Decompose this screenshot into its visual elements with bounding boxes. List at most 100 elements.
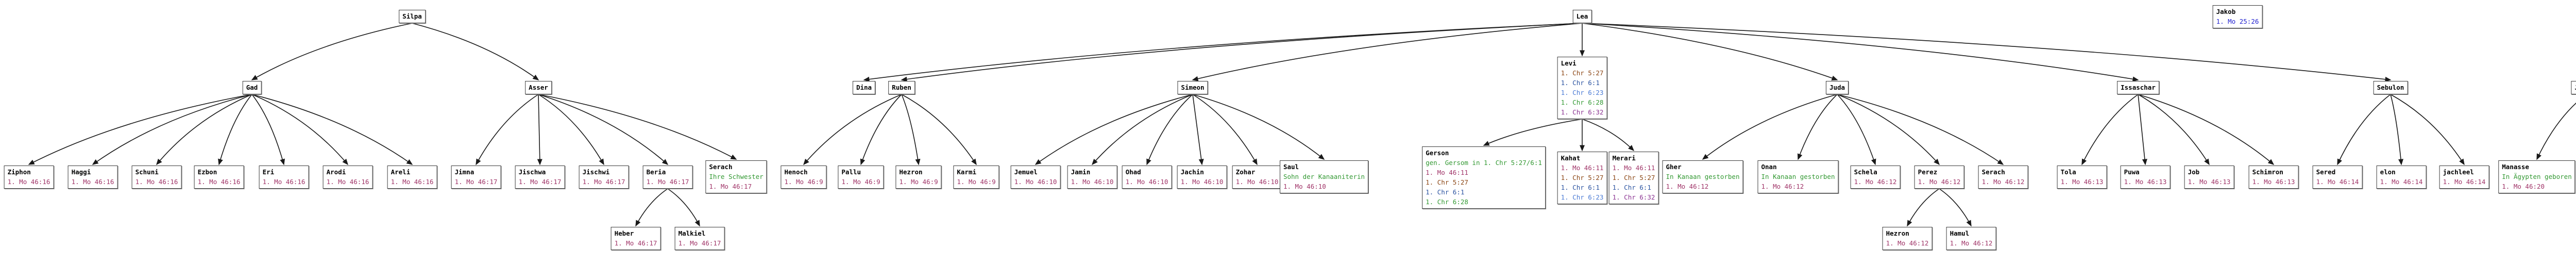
person-name: Zohar [1235, 168, 1256, 176]
bible-reference: 1. Mo 46:16 [262, 178, 306, 186]
bible-reference: 1. Chr 6:32 [1612, 193, 1655, 201]
bible-reference: 1. Mo 46:9 [784, 178, 823, 186]
parent-child-edge [1837, 94, 1876, 166]
person-node-gad: Gad [242, 81, 262, 94]
bible-reference: 1. Mo 46:13 [2124, 178, 2167, 186]
person-node-zohar: Zohar 1. Mo 46:10 [1232, 166, 1282, 189]
person-name: Onan [1761, 163, 1777, 171]
person-name: Schela [1854, 168, 1877, 176]
parent-child-edge [251, 23, 413, 80]
bible-reference: 1. Mo 46:9 [899, 178, 938, 186]
bible-reference: 1. Mo 46:17 [518, 178, 562, 186]
parent-child-edge [2536, 102, 2576, 160]
parent-child-edge [1192, 94, 1258, 166]
parent-child-edge [1092, 94, 1193, 166]
bible-reference: 1. Chr 6:28 [1561, 98, 1604, 106]
parent-child-edge [1939, 188, 1972, 227]
bible-reference: 1. Chr 6:23 [1561, 193, 1604, 201]
bible-reference: 1. Chr 5:27 [1561, 174, 1604, 182]
person-name: Hamul [1950, 229, 1970, 237]
parent-child-edge [901, 23, 1583, 82]
parent-child-edge [1582, 23, 1838, 81]
bible-reference: 1. Mo 46:16 [7, 178, 50, 186]
person-name: Joseph [2574, 82, 2576, 92]
person-name: Schuni [135, 168, 159, 176]
person-name: Hezron [1886, 229, 1909, 237]
person-name: Issaschar [2121, 84, 2156, 91]
bible-reference: 1. Mo 46:10 [1235, 178, 1279, 186]
bible-reference: 1. Mo 46:11 [1561, 164, 1604, 172]
person-node-jamin: Jamin 1. Mo 46:10 [1067, 166, 1117, 189]
parent-child-edge [1702, 94, 1838, 160]
person-name: Gerson [1426, 149, 1449, 157]
parent-child-edge [412, 23, 539, 80]
bible-reference: 1. Mo 46:13 [2188, 178, 2231, 186]
person-name: Eri [262, 168, 275, 176]
bible-reference: Ihre Schwester [709, 173, 764, 180]
bible-reference: 1. Mo 46:11 [1426, 169, 1468, 176]
bible-reference: 1. Mo 46:12 [1918, 178, 1961, 186]
bible-reference: 1. Mo 46:17 [454, 178, 498, 186]
parent-child-edge [1582, 119, 1635, 152]
parent-child-edge [2138, 94, 2147, 166]
person-name: Heber [614, 229, 634, 237]
parent-child-edge [1483, 119, 1583, 146]
parent-child-edge [538, 94, 737, 160]
person-name: Serach [1981, 168, 2005, 176]
parent-child-edge [860, 94, 902, 166]
person-node-eri: Eri 1. Mo 46:16 [259, 166, 309, 189]
parent-child-edge [1146, 94, 1193, 166]
parent-child-edge [1192, 94, 1325, 160]
person-name: Merari [1612, 154, 1636, 162]
person-name: Beria [646, 168, 666, 176]
bible-reference: 1. Chr 6:1 [1561, 79, 1600, 87]
parent-child-edge [2138, 94, 2210, 166]
person-name: Ziphon [7, 168, 31, 176]
parent-child-edge [538, 94, 669, 165]
person-name: Silpa [402, 12, 422, 20]
bible-reference: 1. Mo 46:16 [391, 178, 434, 186]
person-node-lea: Lea [1572, 10, 1592, 23]
bible-reference: 1. Chr 5:27 [1426, 178, 1468, 186]
person-node-silpa: Silpa [399, 10, 426, 23]
person-name: Juda [1829, 84, 1845, 91]
bible-reference: Sohn der Kanaaniterin [1283, 173, 1365, 180]
parent-child-edge [1192, 94, 1204, 166]
bible-reference: 1. Mo 46:10 [1071, 178, 1114, 186]
person-name: Jamin [1071, 168, 1091, 176]
parent-child-edge [667, 188, 700, 227]
parent-child-edge [28, 94, 252, 165]
bible-reference: 1. Chr 6:1 [1561, 184, 1600, 191]
person-name: jachleel [2443, 168, 2474, 176]
person-name: Gher [1666, 163, 1682, 171]
person-node-asser: Asser [525, 81, 552, 94]
bible-reference: 1. Mo 46:9 [841, 178, 880, 186]
bible-reference: 1. Mo 46:17 [709, 183, 752, 190]
person-name: Tola [2060, 168, 2076, 176]
bible-reference: 1. Chr 6:28 [1426, 198, 1468, 206]
bible-reference: 1. Mo 46:17 [678, 239, 721, 247]
parent-child-edge [218, 94, 252, 166]
person-name: Ezbon [197, 168, 217, 176]
bible-reference: 1. Chr 5:27 [1612, 174, 1655, 182]
parent-child-edge [901, 94, 921, 166]
person-name: Job [2188, 168, 2200, 176]
bible-reference: 1. Mo 46:12 [1854, 178, 1897, 186]
